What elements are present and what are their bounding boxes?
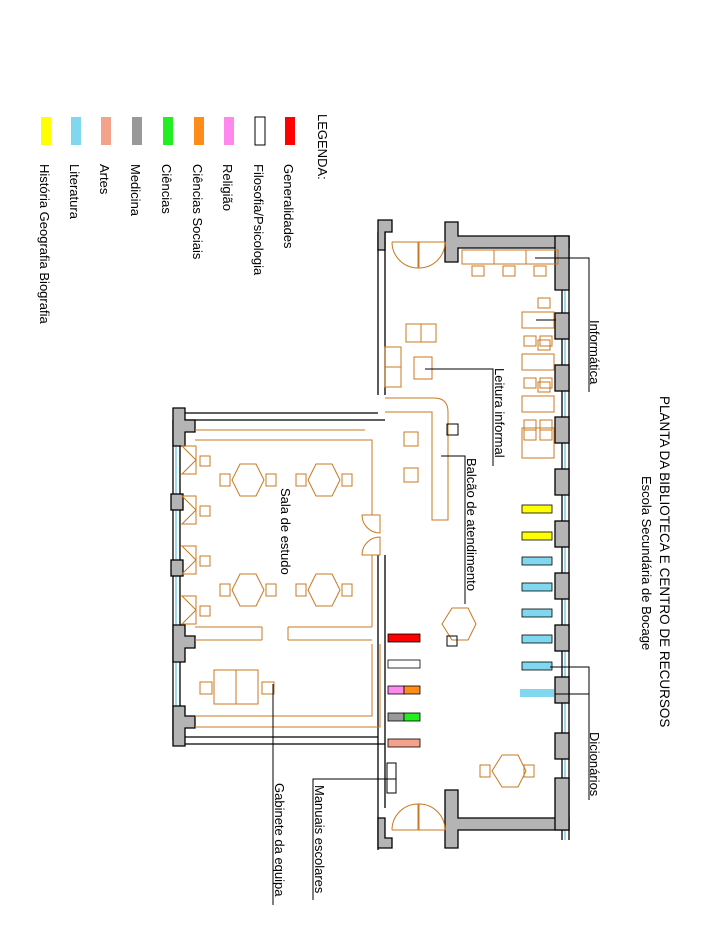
title-line1: PLANTA DA BIBLIOTECA E CENTRO DE RECURSO… [657, 396, 672, 727]
title-line2: Escola Secundária de Bocage [639, 476, 654, 650]
legend-label: Ciências [159, 164, 174, 214]
legend-label: Filosofia/Psicologia [251, 164, 266, 276]
bookshelf [403, 685, 421, 695]
door-top-entrance [391, 241, 446, 269]
legend-swatch [101, 117, 111, 145]
bookshelf [387, 712, 405, 722]
bookshelf [521, 608, 553, 618]
legend-label: Religião [220, 164, 235, 211]
legend-item: Literatura [67, 117, 82, 220]
bookshelf [387, 659, 421, 669]
legend-label: Artes [97, 164, 112, 195]
team-office [199, 669, 275, 705]
bookshelf [521, 556, 553, 566]
legend-item: Ciências Sociais [190, 117, 205, 260]
study-table [295, 573, 353, 607]
bookshelf [521, 634, 553, 644]
legend: LEGENDA: Generalidades Filosofia/Psicologi… [37, 114, 330, 324]
legend-item: Filosofia/Psicologia [251, 116, 266, 276]
main-room-tables [441, 607, 535, 788]
label-sala-estudo: Sala de estudo [278, 488, 293, 575]
legend-item: História Geografia Biografia [37, 117, 52, 324]
legend-swatch [132, 117, 142, 145]
legend-item: Artes [97, 117, 112, 195]
computer-area [461, 249, 559, 459]
computer-desk [521, 339, 555, 389]
label-informatica: Informática [587, 320, 602, 385]
bookshelf [521, 582, 553, 592]
legend-label: Literatura [67, 164, 82, 220]
bookshelf [521, 531, 553, 541]
building-walls [170, 219, 570, 850]
study-table [295, 463, 353, 497]
label-gabinete: Gabinete da equipa [272, 783, 287, 897]
legend-item: Ciências [159, 117, 174, 214]
computer-desk [521, 381, 555, 431]
study-table [219, 463, 277, 497]
legend-label: Generalidades [281, 164, 296, 249]
bookshelf [521, 661, 553, 671]
legend-heading: LEGENDA: [315, 114, 330, 180]
legend-swatch [163, 117, 173, 145]
informal-reading-area [384, 323, 437, 388]
shelves [387, 504, 554, 748]
study-room [180, 445, 353, 625]
legend-swatch [194, 117, 204, 145]
study-carrel [180, 495, 211, 525]
label-manuais: Manuais escolares [312, 785, 327, 894]
door-bottom-entrance [391, 803, 446, 831]
label-balcao: Balcão de atendimento [464, 458, 479, 591]
service-desk [385, 397, 459, 521]
legend-swatch [254, 116, 266, 146]
legend-label: Ciências Sociais [190, 164, 205, 260]
plan-title: PLANTA DA BIBLIOTECA E CENTRO DE RECURSO… [639, 396, 672, 727]
label-leitura-informal: Leitura informal [492, 368, 507, 458]
legend-swatch [224, 117, 234, 145]
label-dicionarios: Dicionários [587, 732, 602, 797]
legend-label: História Geografia Biografia [37, 164, 52, 324]
bookshelf [387, 633, 421, 643]
legend-swatch [41, 117, 51, 145]
study-carrel [180, 595, 211, 625]
area-labels: Informática Leitura informal Balcão de a… [272, 257, 602, 905]
bookshelf [387, 685, 405, 695]
dictionary-shelf [520, 689, 554, 697]
door-study-room [361, 514, 381, 556]
study-table [219, 573, 277, 607]
legend-swatch [71, 117, 81, 145]
legend-swatch [285, 117, 295, 145]
legend-item: Generalidades [281, 117, 296, 249]
legend-label: Medicina [128, 164, 143, 217]
bookshelf [403, 712, 421, 722]
computer-desk [521, 297, 555, 347]
study-carrel [180, 545, 211, 575]
study-carrel [180, 445, 211, 475]
legend-item: Religião [220, 117, 235, 211]
legend-item: Medicina [128, 117, 143, 217]
bookshelf [521, 504, 553, 514]
bookshelf [387, 738, 421, 748]
computer-desk [521, 427, 555, 459]
doors [361, 241, 446, 831]
